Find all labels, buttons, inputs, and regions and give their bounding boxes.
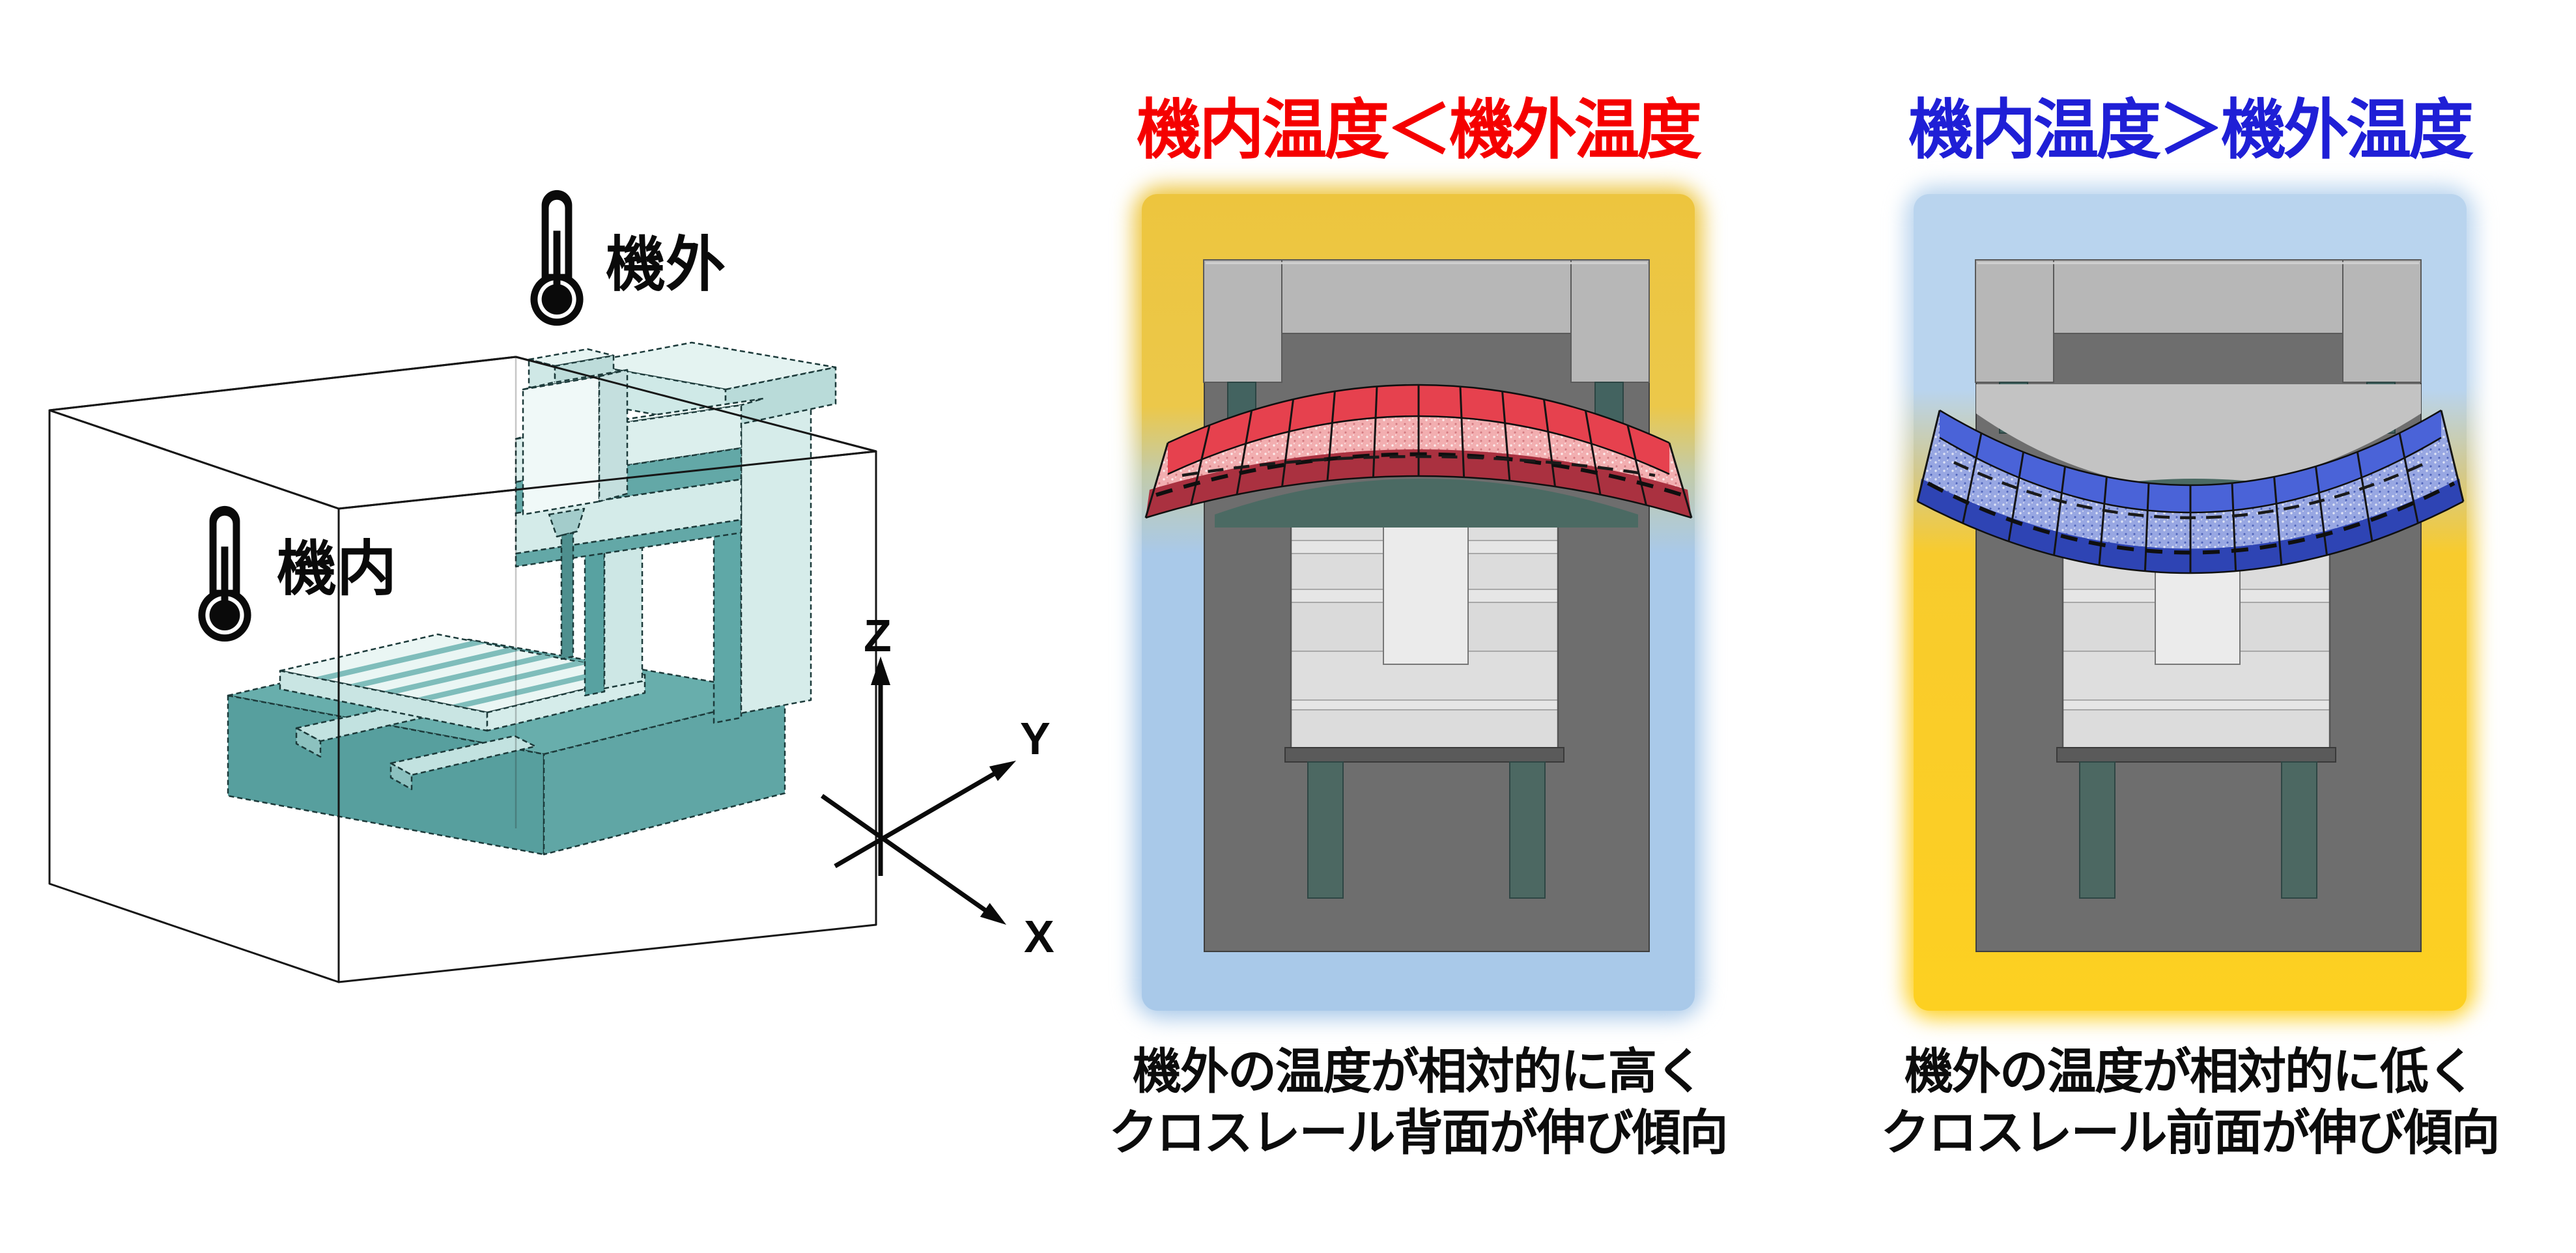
caption-line: 機外の温度が相対的に低く (1904, 1044, 2476, 1099)
machine-3d-figure: 機外 機内 Z Y X (48, 190, 1054, 983)
outside-label: 機外 (606, 232, 726, 298)
machine-top-support (1203, 259, 1650, 383)
machine-top-support (1975, 259, 2422, 383)
title-hot-outside: 機内温度＜機外温度 (1137, 94, 1702, 167)
table-ledge (1284, 747, 1564, 763)
crossrail-rear (1215, 479, 1638, 528)
title-hot-inside: 機内温度＞機外温度 (1908, 94, 2474, 167)
leg-right (2281, 761, 2317, 899)
mesh-grid-lines (1144, 385, 1693, 518)
machine-3d-body (227, 341, 837, 856)
machine-front-view-hot-inside (1916, 259, 2465, 952)
axis-z-label: Z (864, 610, 892, 661)
coordinate-axes: Z Y X (820, 610, 1054, 962)
axis-x (820, 794, 989, 914)
machine-front-view-hot-outside (1144, 259, 1693, 952)
inside-label: 機内 (277, 536, 397, 602)
table-ledge (2056, 747, 2336, 763)
panel-hot-outside (1134, 186, 1703, 1019)
crossrail-mesh-blue (1916, 409, 2465, 574)
caption-hot-outside: 機外の温度が相対的に高く クロスレール背面が伸び傾向 (1040, 1041, 1796, 1163)
axis-x-label: X (1024, 911, 1054, 962)
leg-left (2079, 761, 2116, 899)
leg-left (1307, 761, 1344, 899)
axis-y (834, 769, 999, 869)
panel-hot-inside (1906, 186, 2474, 1019)
undeformed-outline-dashed (1927, 481, 2456, 555)
machine-table (279, 633, 646, 732)
caption-hot-inside: 機外の温度が相対的に低く クロスレール前面が伸び傾向 (1812, 1041, 2568, 1163)
machine-spindle-head (522, 369, 629, 660)
mesh-grid-lines (1916, 410, 2465, 573)
axis-z-arrowhead (871, 656, 890, 685)
crossrail-mesh-red (1144, 384, 1693, 519)
ram-block (1383, 511, 1469, 665)
caption-line: クロスレール背面が伸び傾向 (1109, 1105, 1728, 1160)
axis-y-label: Y (1020, 713, 1051, 764)
axis-x-arrowhead (980, 903, 1006, 925)
leg-right (1509, 761, 1546, 899)
crossrail-face-revealed (1976, 384, 2421, 488)
undeformed-outline-dashed (1155, 452, 1683, 497)
axis-y-arrowhead (989, 761, 1016, 781)
machine-spindle-rod (560, 531, 574, 660)
caption-line: 機外の温度が相対的に高く (1132, 1044, 1705, 1099)
thermometer-outside-icon (530, 190, 584, 326)
enclosure-box-front (48, 356, 877, 983)
thermometer-inside-icon (198, 505, 251, 642)
caption-line: クロスレール前面が伸び傾向 (1880, 1105, 2500, 1160)
